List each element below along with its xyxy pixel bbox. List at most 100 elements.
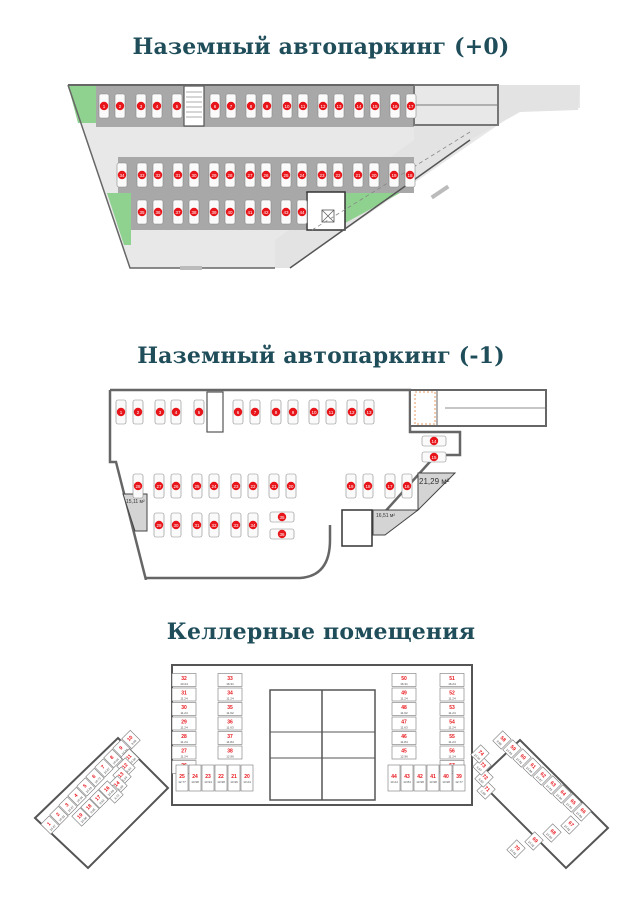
parking-spot[interactable]: 30: [170, 512, 182, 538]
parking-spot[interactable]: 36: [269, 528, 295, 540]
cellar-room[interactable]: 189.85: [80, 798, 100, 818]
parking-spot[interactable]: 18: [362, 473, 374, 499]
cellar-room[interactable]: 310.87: [58, 796, 78, 816]
parking-spot[interactable]: 40: [224, 199, 236, 225]
parking-spot[interactable]: 2: [132, 399, 144, 425]
parking-spot[interactable]: 19: [388, 162, 400, 188]
parking-spot[interactable]: 21: [268, 473, 280, 499]
cellar-room[interactable]: 109.88: [121, 729, 141, 750]
parking-spot[interactable]: 15: [369, 93, 381, 119]
parking-spot[interactable]: 15: [421, 451, 447, 463]
parking-spot[interactable]: 25: [280, 162, 292, 188]
parking-spot[interactable]: 18: [404, 162, 416, 188]
cellar-room[interactable]: 610.72: [85, 767, 105, 788]
parking-spot[interactable]: 6: [232, 399, 244, 425]
parking-spot[interactable]: 25: [191, 473, 203, 499]
parking-spot[interactable]: 35: [136, 199, 148, 225]
parking-spot[interactable]: 12: [346, 399, 358, 425]
parking-spot[interactable]: 20: [368, 162, 380, 188]
parking-spot[interactable]: 4: [170, 399, 182, 425]
parking-spot[interactable]: 14: [421, 435, 447, 447]
parking-spot[interactable]: 14: [353, 93, 365, 119]
cellar-room[interactable]: 410.94: [67, 786, 87, 807]
parking-spot[interactable]: 36: [152, 199, 164, 225]
parking-spot[interactable]: 21: [352, 162, 364, 188]
parking-spot[interactable]: 34: [247, 512, 259, 538]
cellar-room[interactable]: 589.88: [492, 730, 512, 750]
parking-spot[interactable]: 19: [345, 473, 357, 499]
cellar-room[interactable]: 110.87: [40, 815, 60, 835]
parking-spot[interactable]: 27: [244, 162, 256, 188]
parking-spot[interactable]: 10: [281, 93, 293, 119]
parking-spot[interactable]: 22: [332, 162, 344, 188]
parking-spot[interactable]: 5: [171, 93, 183, 119]
cellar-room[interactable]: 810.84: [103, 748, 123, 769]
parking-spot[interactable]: 20: [285, 473, 297, 499]
parking-spot[interactable]: 17: [384, 473, 396, 499]
parking-spot[interactable]: 7: [225, 93, 237, 119]
cellar-room[interactable]: 510.83: [76, 777, 96, 797]
parking-spot[interactable]: 7: [249, 399, 261, 425]
parking-spot[interactable]: 10: [308, 399, 320, 425]
parking-spot[interactable]: 16: [401, 473, 413, 499]
parking-spot[interactable]: 3: [135, 93, 147, 119]
parking-spot[interactable]: 5: [193, 399, 205, 425]
parking-spot[interactable]: 1: [115, 399, 127, 425]
parking-spot[interactable]: 9: [287, 399, 299, 425]
parking-spot[interactable]: 26: [170, 473, 182, 499]
parking-spot[interactable]: 24: [296, 162, 308, 188]
parking-spot[interactable]: 4: [151, 93, 163, 119]
parking-spot[interactable]: 37: [172, 199, 184, 225]
parking-spot[interactable]: 6: [209, 93, 221, 119]
parking-spot[interactable]: 16: [389, 93, 401, 119]
parking-spot[interactable]: 13: [333, 93, 345, 119]
parking-spot[interactable]: 9: [261, 93, 273, 119]
parking-spot[interactable]: 43: [280, 199, 292, 225]
parking-spot[interactable]: 38: [188, 199, 200, 225]
cellar-room[interactable]: 210.93: [49, 805, 69, 826]
parking-spot[interactable]: 23: [316, 162, 328, 188]
parking-spot[interactable]: 2: [114, 93, 126, 119]
parking-spot[interactable]: 24: [208, 473, 220, 499]
parking-spot[interactable]: 31: [172, 162, 184, 188]
parking-spot[interactable]: 23: [230, 473, 242, 499]
parking-spot[interactable]: 35: [269, 511, 295, 523]
parking-spot[interactable]: 41: [244, 199, 256, 225]
parking-spot[interactable]: 33: [136, 162, 148, 188]
parking-spot[interactable]: 11: [297, 93, 309, 119]
cellar-room[interactable]: 179.83: [89, 789, 109, 809]
